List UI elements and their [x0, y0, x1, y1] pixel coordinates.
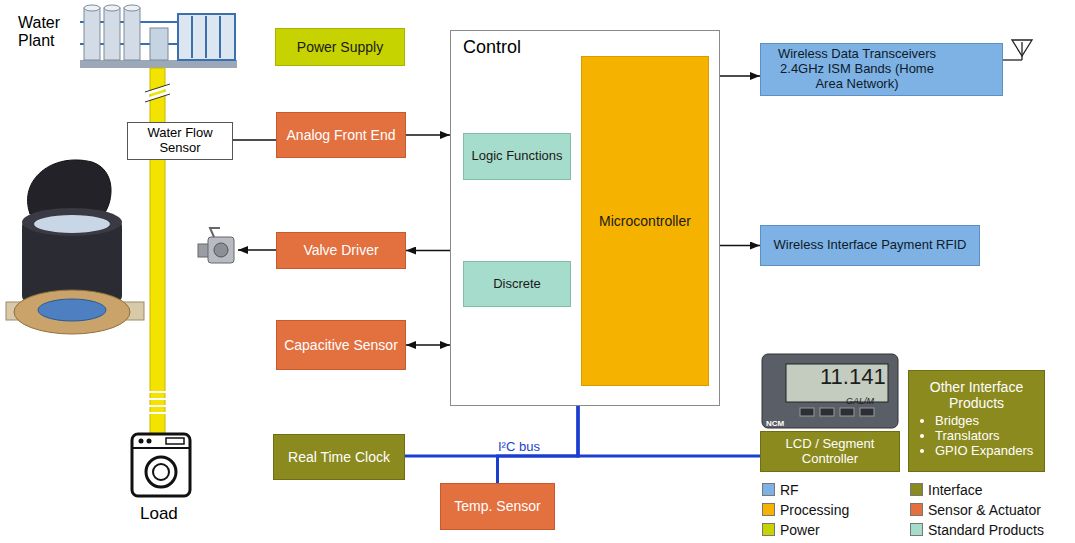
box-text: Discrete — [493, 277, 541, 292]
box-text: Logic Functions — [471, 149, 562, 164]
bullet-item: GPIO Expanders — [935, 444, 1038, 459]
legend-holder: Processing — [780, 501, 849, 519]
legend-holder: Sensor & Actuator — [928, 501, 1041, 519]
actuator-box: Valve Driver — [276, 232, 406, 269]
interface-box: Other Interface ProductsBridgesTranslato… — [908, 370, 1045, 472]
power-box: Power Supply — [275, 28, 405, 66]
bullet-item: Bridges — [935, 414, 1038, 429]
box-text: Water Flow Sensor — [134, 126, 226, 156]
standard-box: Logic Functions — [463, 133, 571, 180]
bus-line — [578, 406, 760, 456]
legend-swatch — [910, 503, 923, 516]
legend-text: RF — [780, 482, 799, 498]
brand-label: NCM — [766, 420, 784, 428]
bus-label: I²C bus — [498, 440, 540, 455]
box-heading: Other Interface Products — [915, 379, 1038, 411]
load-label: Load — [140, 504, 178, 524]
lcd-display — [762, 354, 898, 428]
washer-icon — [132, 434, 190, 496]
interface-box: LCD / Segment Controller — [760, 431, 900, 472]
box-text: Wireless Interface Payment RFID — [774, 238, 967, 253]
sensor-box: Analog Front End — [276, 112, 406, 158]
box-text: Capacitive Sensor — [284, 337, 398, 353]
water-plant — [80, 5, 237, 68]
legend-swatch — [910, 483, 923, 496]
legend-swatch — [910, 523, 923, 536]
bus-line — [498, 406, 579, 483]
box-text: Analog Front End — [287, 127, 396, 143]
display-reading: 11.141 — [820, 366, 886, 388]
bullet-list: BridgesTranslatorsGPIO Expanders — [915, 414, 1038, 459]
label-holder: NCM — [766, 412, 784, 430]
box-text: Power Supply — [297, 39, 383, 55]
box-text: Microcontroller — [599, 213, 691, 229]
control-box: ControlLogic FunctionsMicrocontrollerDis… — [450, 30, 720, 406]
legend-holder: RF — [780, 481, 799, 499]
legend-holder: Power — [780, 521, 820, 539]
box-text: LCD / Segment Controller — [767, 437, 893, 467]
sensor-label-box: Water Flow Sensor — [127, 122, 233, 160]
bullet-item: Translators — [935, 429, 1038, 444]
sensor-box: Temp. Sensor — [440, 483, 555, 530]
box-text: Wireless Data Transceivers 2.4GHz ISM Ba… — [767, 47, 947, 92]
legend-holder: Standard Products — [928, 521, 1044, 539]
legend-text: Sensor & Actuator — [928, 502, 1041, 518]
water-meter — [6, 160, 144, 334]
box-text: Real Time Clock — [288, 449, 390, 465]
rf-box: Wireless Data Transceivers 2.4GHz ISM Ba… — [760, 43, 1003, 96]
antenna-symbol — [1003, 40, 1032, 60]
signal-arrow — [406, 344, 450, 345]
label-holder: GAL/M — [846, 390, 874, 408]
sensor-box: Capacitive Sensor — [276, 320, 406, 370]
legend-text: Processing — [780, 502, 849, 518]
bus-line — [405, 406, 578, 456]
actuator-line — [238, 249, 276, 250]
valve — [198, 228, 234, 263]
signal-arrow — [406, 250, 450, 251]
signal-arrow — [233, 139, 276, 140]
box-text: Valve Driver — [303, 242, 378, 258]
legend-text: Standard Products — [928, 522, 1044, 538]
signal-arrow — [406, 134, 450, 135]
standard-box: Discrete — [463, 261, 571, 307]
rf-box: Wireless Interface Payment RFID — [760, 225, 980, 266]
legend-text: Power — [780, 522, 820, 538]
legend-swatch — [762, 483, 775, 496]
label-holder: I²C bus — [498, 437, 540, 455]
label-holder: 11.141 — [820, 366, 886, 388]
label-holder: Load — [140, 504, 178, 524]
processor-box: Microcontroller — [581, 56, 709, 386]
legend-holder: Interface — [928, 481, 982, 499]
box-text: Temp. Sensor — [454, 498, 540, 514]
plant-label: Water Plant — [18, 14, 78, 51]
display-unit: GAL/M — [846, 397, 874, 406]
group-title: Control — [463, 37, 707, 58]
legend-swatch — [762, 503, 775, 516]
legend-text: Interface — [928, 482, 982, 498]
interface-box: Real Time Clock — [273, 434, 405, 480]
legend-swatch — [762, 523, 775, 536]
label-holder: Water Plant — [18, 14, 78, 51]
